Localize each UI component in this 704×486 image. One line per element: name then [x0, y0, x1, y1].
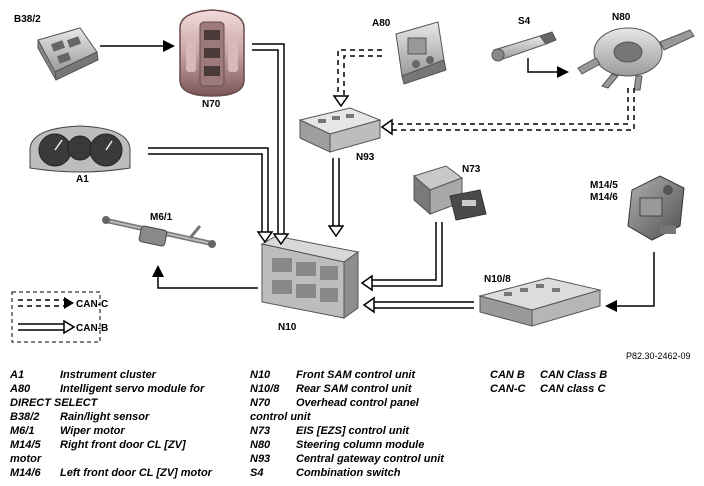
- legend-code: S4: [250, 467, 264, 479]
- legend-description: Overhead control panel: [296, 397, 419, 409]
- legend-description: EIS [EZS] control unit: [296, 425, 410, 437]
- legend-entry: B38/2 Rain/light sensor: [10, 410, 246, 424]
- legend-code: N73: [250, 425, 271, 437]
- key-can-c-label: CAN-C: [76, 299, 108, 310]
- wiper-motor-image: [102, 216, 216, 248]
- combination-switch-image: [491, 31, 557, 62]
- legend-entry: A80 Intelligent servo module for: [10, 382, 246, 396]
- legend-code: A80: [10, 383, 31, 395]
- label-n10: N10: [278, 322, 297, 333]
- legend-entry: CAN-C CAN class C: [490, 382, 690, 396]
- n70-to-n10-canb-line: [252, 43, 290, 246]
- n80-to-n93-canc-line: [392, 88, 635, 131]
- rain-light-sensor-image: [37, 27, 99, 81]
- legend-code: N10: [250, 369, 271, 381]
- rear-sam-image: [478, 277, 602, 327]
- legend-description: CAN class C: [540, 383, 606, 395]
- legend-code: M14/6: [10, 467, 41, 479]
- label-m14-6: M14/6: [590, 192, 618, 203]
- legend-description: Rain/light sensor: [60, 411, 150, 423]
- n73-to-n10-canb-line: [360, 222, 443, 292]
- s4-to-n80-arrow: [527, 58, 569, 78]
- n10-to-m61-arrow: [152, 265, 258, 289]
- legend-code: N80: [250, 439, 271, 451]
- door-lock-motor-image: [627, 175, 685, 241]
- legend-description: Left front door CL [ZV] motor: [60, 467, 212, 479]
- legend-entry: M6/1 Wiper motor: [10, 424, 246, 438]
- servo-module-image: [395, 21, 447, 85]
- legend-entry: S4 Combination switch: [250, 466, 480, 480]
- legend-description-continued: motor: [10, 453, 42, 465]
- legend-entry: N80 Steering column module: [250, 438, 480, 452]
- central-gateway-image: [298, 107, 382, 153]
- legend-description: Wiper motor: [60, 425, 125, 437]
- legend-description: Rear SAM control unit: [296, 383, 412, 395]
- legend-entry: M14/6 Left front door CL [ZV] motor: [10, 466, 246, 480]
- a1-to-n10-canb-line: [148, 147, 274, 244]
- legend-description: Front SAM control unit: [296, 369, 416, 381]
- legend-code: M6/1: [10, 425, 35, 437]
- legend-code: A1: [10, 369, 25, 381]
- legend-entry: N10/8 Rear SAM control unit: [250, 382, 480, 396]
- instrument-cluster-image: [29, 125, 131, 173]
- legend-entry: A1 Instrument cluster: [10, 368, 246, 382]
- legend-description: Combination switch: [296, 467, 401, 479]
- legend-description-continued: DIRECT SELECT: [10, 397, 98, 409]
- legend-entry: N93 Central gateway control unit: [250, 452, 480, 466]
- legend-entry: N10 Front SAM control unit: [250, 368, 480, 382]
- legend-code: CAN-C: [490, 383, 526, 395]
- legend-entry: N73 EIS [EZS] control unit: [250, 424, 480, 438]
- legend-description: Instrument cluster: [60, 369, 156, 381]
- label-m14-5: M14/5: [590, 180, 618, 191]
- n108-to-n10-canb-line: [362, 296, 474, 314]
- label-n80: N80: [612, 12, 631, 23]
- steering-column-module-image: [577, 27, 695, 91]
- legend-code: CAN B: [490, 369, 525, 381]
- legend-code: M14/5: [10, 439, 41, 451]
- legend-code: N93: [250, 453, 271, 465]
- eis-control-unit-image: [412, 165, 487, 221]
- key-can-b-label: CAN-B: [76, 323, 108, 334]
- legend-entry: CAN B CAN Class B: [490, 368, 690, 382]
- legend-description: Steering column module: [296, 439, 425, 451]
- label-n93: N93: [356, 152, 375, 163]
- legend-code: N70: [250, 397, 271, 409]
- n93-to-n10-canb-line: [327, 158, 345, 238]
- front-sam-image: [260, 235, 360, 319]
- label-b38-2: B38/2: [14, 14, 41, 25]
- overhead-control-panel-image: [179, 9, 245, 97]
- label-a80: A80: [372, 18, 391, 29]
- legend-description: Right front door CL [ZV]: [60, 439, 186, 451]
- m14-to-n108-arrow: [605, 252, 655, 312]
- label-n70: N70: [202, 99, 221, 110]
- label-s4: S4: [518, 16, 531, 27]
- line-key-box: CAN-C CAN-B: [11, 291, 108, 343]
- legend-code: B38/2: [10, 411, 40, 423]
- legend-entry: N70 Overhead control panel: [250, 396, 480, 410]
- label-m6-1: M6/1: [150, 212, 173, 223]
- legend-description: CAN Class B: [540, 369, 608, 381]
- label-n10-8: N10/8: [484, 274, 511, 285]
- legend-entry: M14/5 Right front door CL [ZV]: [10, 438, 246, 452]
- label-n73: N73: [462, 164, 481, 175]
- legend-column-3: CAN B CAN Class B CAN-C CAN class C: [490, 368, 690, 396]
- label-a1: A1: [76, 174, 89, 185]
- legend-description: Intelligent servo module for: [60, 383, 205, 395]
- legend-code: N10/8: [250, 383, 280, 395]
- a80-to-n93-canc-line: [337, 49, 382, 96]
- legend-description: Central gateway control unit: [296, 453, 444, 465]
- legend-description-continued: control unit: [250, 411, 311, 423]
- system-diagram: CAN-C CAN-B B38/2 N70 A80 S4 N80 A1 N93 …: [11, 9, 695, 343]
- figure-reference: P82.30-2462-09: [626, 351, 691, 361]
